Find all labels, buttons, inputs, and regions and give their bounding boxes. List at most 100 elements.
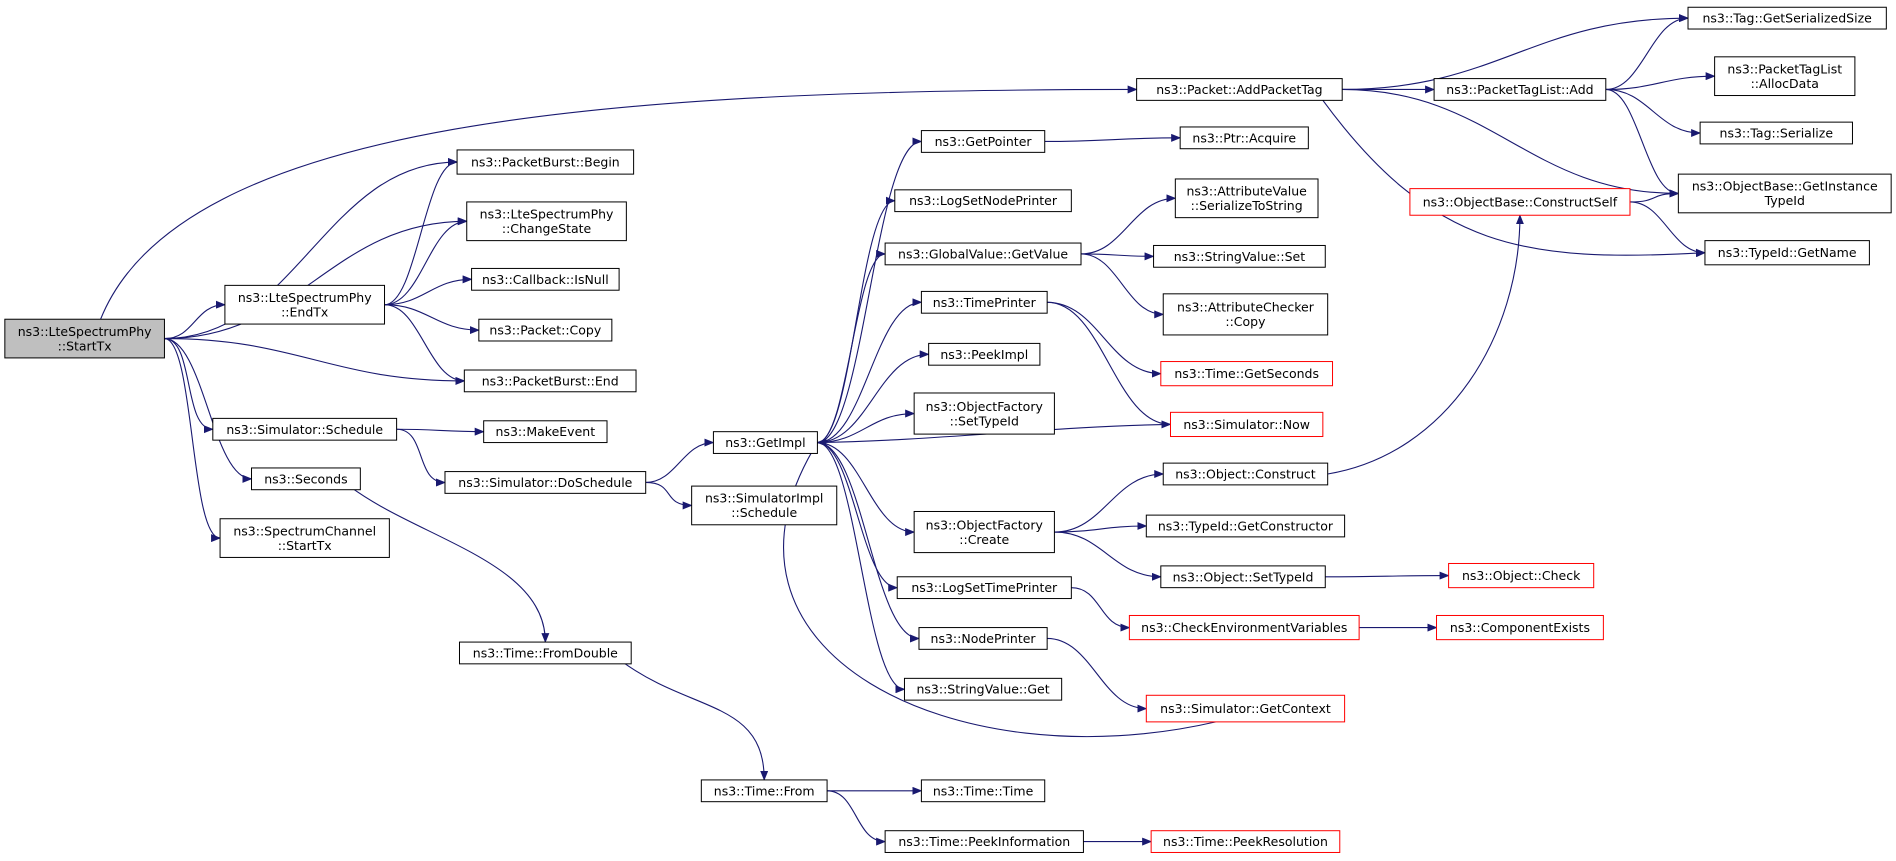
- node-peek-impl[interactable]: ns3::PeekImpl: [928, 342, 1041, 366]
- node-ptr-acquire[interactable]: ns3::Ptr::Acquire: [1179, 126, 1309, 150]
- node-box: [1677, 173, 1892, 214]
- node-burst-begin[interactable]: ns3::PacketBurst::Begin: [456, 149, 635, 175]
- node-component-exists[interactable]: ns3::ComponentExists: [1436, 614, 1604, 641]
- node-end-tx[interactable]: ns3::LteSpectrumPhy::EndTx: [224, 284, 386, 325]
- node-box: [251, 467, 361, 491]
- node-is-null[interactable]: ns3::Callback::IsNull: [471, 267, 620, 291]
- node-label: ns3::Seconds: [264, 471, 347, 486]
- node-tag-get-size[interactable]: ns3::Tag::GetSerializedSize: [1687, 6, 1887, 30]
- node-ob-construct-self[interactable]: ns3::ObjectBase::ConstructSelf: [1409, 188, 1631, 216]
- node-label: ns3::AttributeChecker: [1177, 300, 1315, 315]
- node-of-set-type-id[interactable]: ns3::ObjectFactory::SetTypeId: [913, 392, 1055, 435]
- node-obj-construct[interactable]: ns3::Object::Construct: [1162, 462, 1329, 486]
- node-box: [928, 342, 1041, 366]
- node-gv-get-value[interactable]: ns3::GlobalValue::GetValue: [884, 242, 1082, 266]
- node-time-from[interactable]: ns3::Time::From: [700, 779, 828, 803]
- node-log-set-node-printer[interactable]: ns3::LogSetNodePrinter: [894, 189, 1072, 213]
- edge-start-tx-to-burst-begin: [164, 158, 459, 340]
- node-log-set-time-printer[interactable]: ns3::LogSetTimePrinter: [896, 576, 1072, 600]
- edge-path: [827, 790, 887, 846]
- node-label: ns3::Ptr::Acquire: [1192, 130, 1296, 145]
- node-label: ns3::PacketTagList::Add: [1446, 82, 1593, 97]
- edge-start-tx-to-end-tx: [164, 300, 226, 340]
- node-sv-set[interactable]: ns3::StringValue::Set: [1153, 244, 1326, 268]
- node-sv-get[interactable]: ns3::StringValue::Get: [903, 677, 1063, 701]
- node-box: [1160, 361, 1334, 387]
- node-add-packet-tag[interactable]: ns3::Packet::AddPacketTag: [1136, 78, 1343, 101]
- node-obj-check[interactable]: ns3::Object::Check: [1448, 562, 1595, 589]
- node-box: [1699, 121, 1853, 145]
- node-box: [884, 830, 1084, 853]
- node-box: [456, 149, 635, 175]
- edge-path: [1605, 88, 1680, 198]
- node-box: [466, 201, 627, 242]
- edge-path: [384, 304, 466, 385]
- node-obj-set-type-id[interactable]: ns3::Object::SetTypeId: [1160, 565, 1326, 589]
- edge-path: [1044, 133, 1182, 143]
- node-tag-serialize[interactable]: ns3::Tag::Serialize: [1699, 121, 1853, 145]
- node-time-time[interactable]: ns3::Time::Time: [920, 779, 1046, 803]
- edge-end-tx-to-is-null: [384, 275, 473, 306]
- node-box: [1687, 6, 1887, 30]
- edge-start-tx-to-chan-start-tx: [164, 338, 222, 543]
- node-from-double[interactable]: ns3::Time::FromDouble: [458, 641, 632, 665]
- node-label: ns3::NodePrinter: [931, 631, 1037, 646]
- node-change-state[interactable]: ns3::LteSpectrumPhy::ChangeState: [466, 201, 627, 242]
- node-av-serialize[interactable]: ns3::AttributeValue::SerializeToString: [1174, 178, 1319, 219]
- node-node-printer[interactable]: ns3::NodePrinter: [918, 627, 1048, 650]
- edge-get-impl-to-gv-get-value: [817, 249, 887, 444]
- edge-end-tx-to-packet-copy: [384, 304, 480, 335]
- node-of-create[interactable]: ns3::ObjectFactory::Create: [913, 510, 1055, 554]
- node-label: ns3::Simulator::Schedule: [226, 422, 383, 437]
- node-box: [1128, 614, 1360, 641]
- edge-start-tx-to-sim-schedule: [164, 338, 214, 434]
- edge-path: [817, 442, 916, 537]
- node-burst-end[interactable]: ns3::PacketBurst::End: [463, 369, 637, 393]
- edge-path: [1081, 253, 1165, 319]
- node-seconds[interactable]: ns3::Seconds: [251, 467, 361, 491]
- node-label: ns3::TypeId::GetConstructor: [1158, 518, 1334, 533]
- edge-of-create-to-tid-get-constructor: [1054, 521, 1148, 533]
- node-sim-get-context[interactable]: ns3::Simulator::GetContext: [1145, 694, 1346, 723]
- node-box: [913, 392, 1055, 435]
- node-chan-start-tx[interactable]: ns3::SpectrumChannel::StartTx: [219, 518, 390, 558]
- node-peek-resolution[interactable]: ns3::Time::PeekResolution: [1150, 830, 1341, 853]
- node-peek-information[interactable]: ns3::Time::PeekInformation: [884, 830, 1084, 853]
- node-get-pointer[interactable]: ns3::GetPointer: [920, 130, 1046, 153]
- node-simimpl-schedule[interactable]: ns3::SimulatorImpl::Schedule: [691, 485, 838, 526]
- node-check-env[interactable]: ns3::CheckEnvironmentVariables: [1128, 614, 1360, 641]
- node-label: ns3::CheckEnvironmentVariables: [1141, 620, 1347, 635]
- node-label: TypeId: [1764, 193, 1805, 208]
- edge-path: [1342, 14, 1690, 91]
- edge-get-impl-to-peek-impl: [817, 350, 930, 444]
- edge-end-tx-to-burst-begin: [384, 158, 459, 306]
- edge-path: [1325, 571, 1450, 580]
- node-sim-schedule[interactable]: ns3::Simulator::Schedule: [212, 417, 398, 441]
- edge-sim-do-schedule-to-simimpl-schedule: [645, 481, 693, 510]
- node-packet-copy[interactable]: ns3::Packet::Copy: [478, 318, 613, 342]
- node-label: ns3::Time::From: [714, 783, 815, 798]
- node-make-event[interactable]: ns3::MakeEvent: [483, 420, 608, 444]
- edge-from-double-to-time-from: [620, 660, 769, 781]
- edge-path: [1342, 88, 1680, 198]
- edge-start-tx-to-burst-end: [164, 338, 466, 385]
- node-start-tx[interactable]: ns3::LteSpectrumPhy::StartTx: [4, 318, 165, 359]
- edge-path: [1327, 214, 1524, 475]
- node-tid-get-name[interactable]: ns3::TypeId::GetName: [1704, 240, 1870, 266]
- node-ptl-add[interactable]: ns3::PacketTagList::Add: [1433, 78, 1607, 101]
- node-box: [1145, 694, 1346, 723]
- node-get-impl[interactable]: ns3::GetImpl: [712, 431, 818, 454]
- node-sim-now[interactable]: ns3::Simulator::Now: [1169, 411, 1324, 438]
- node-time-printer[interactable]: ns3::TimePrinter: [920, 290, 1048, 314]
- edge-path: [164, 217, 468, 340]
- node-box: [463, 369, 637, 393]
- node-tid-get-constructor[interactable]: ns3::TypeId::GetConstructor: [1145, 514, 1346, 538]
- edge-path: [817, 350, 930, 444]
- edge-gv-get-value-to-sv-set: [1081, 252, 1155, 261]
- node-ptl-alloc-data[interactable]: ns3::PacketTagList::AllocData: [1714, 56, 1856, 97]
- node-sim-do-schedule[interactable]: ns3::Simulator::DoSchedule: [444, 471, 647, 494]
- node-get-seconds[interactable]: ns3::Time::GetSeconds: [1160, 361, 1334, 387]
- node-ac-copy[interactable]: ns3::AttributeChecker::Copy: [1162, 293, 1329, 336]
- node-label: ns3::Tag::GetSerializedSize: [1702, 11, 1872, 26]
